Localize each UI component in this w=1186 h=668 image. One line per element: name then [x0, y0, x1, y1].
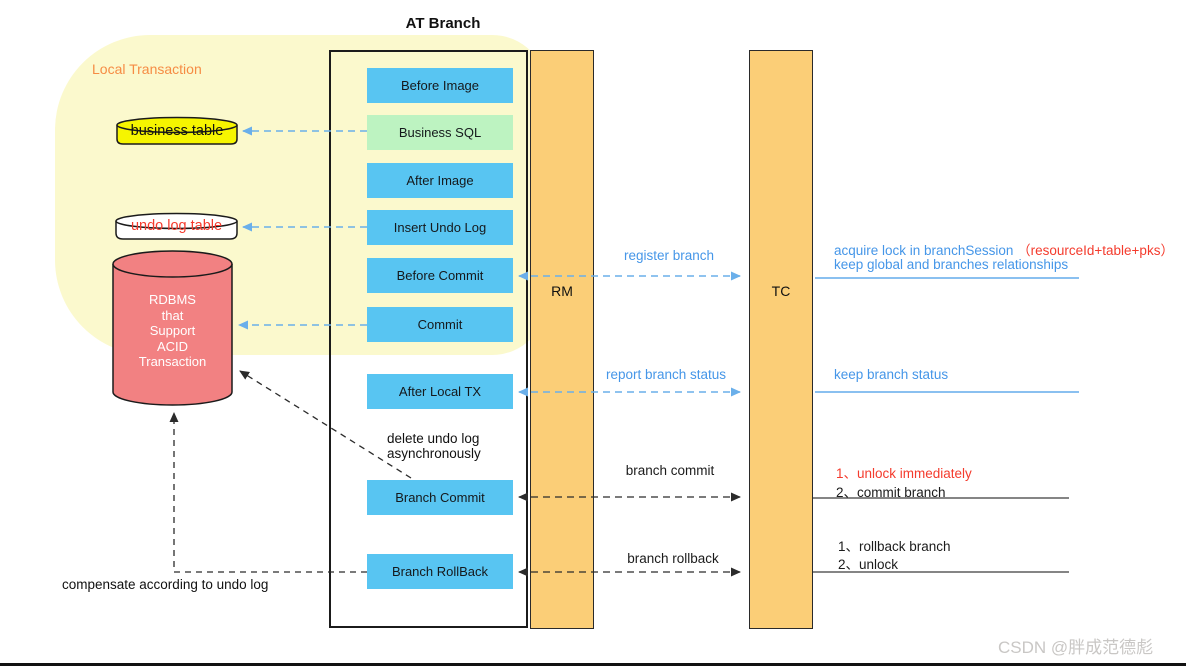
tc-lane-label: TC [771, 283, 791, 299]
commit-step1-note: 1、unlock immediately [836, 466, 972, 481]
step-branch-rollback: Branch RollBack [367, 554, 513, 589]
bottom-divider [0, 663, 1186, 666]
register-branch-label: register branch [623, 248, 715, 263]
diagram-title: AT Branch [405, 15, 481, 32]
branch-commit-label: branch commit [625, 463, 715, 478]
business-table-label: business table [130, 123, 224, 139]
watermark: CSDN @胖成范德彪 [998, 638, 1154, 657]
rollback-step1-note: 1、rollback branch [838, 539, 951, 554]
step-branch-commit: Branch Commit [367, 480, 513, 515]
step-commit: Commit [367, 307, 513, 342]
at-branch-box [329, 50, 528, 628]
step-before-image: Before Image [367, 68, 513, 103]
compensate-label: compensate according to undo log [62, 577, 269, 592]
undo-log-table-label: undo log table [130, 218, 223, 234]
rm-lane [530, 50, 594, 629]
rdbms-label: RDBMS that Support ACID Transaction [138, 292, 207, 369]
commit-step2-note: 2、commit branch [836, 485, 946, 500]
acquire-lock-prefix: acquire lock in branchSession [834, 243, 1018, 258]
step-insert-undo-log: Insert Undo Log [367, 210, 513, 245]
rm-lane-label: RM [551, 283, 573, 299]
step-after-image: After Image [367, 163, 513, 198]
step-before-commit: Before Commit [367, 258, 513, 293]
delete-undo-log-label: delete undo log asynchronously [387, 431, 481, 461]
acquire-lock-note: acquire lock in branchSession （resourceI… [834, 239, 1174, 259]
tc-lane [749, 50, 813, 629]
local-transaction-label: Local Transaction [92, 61, 202, 77]
keep-branch-status-note: keep branch status [834, 367, 949, 382]
rollback-step2-note: 2、unlock [838, 557, 899, 572]
step-after-local-tx: After Local TX [367, 374, 513, 409]
acquire-lock-highlight: （resourceId+table+pks） [1017, 243, 1174, 258]
keep-global-note: keep global and branches relationships [834, 257, 1069, 272]
branch-rollback-label: branch rollback [627, 551, 719, 566]
report-branch-status-label: report branch status [605, 367, 727, 382]
step-business-sql: Business SQL [367, 115, 513, 150]
